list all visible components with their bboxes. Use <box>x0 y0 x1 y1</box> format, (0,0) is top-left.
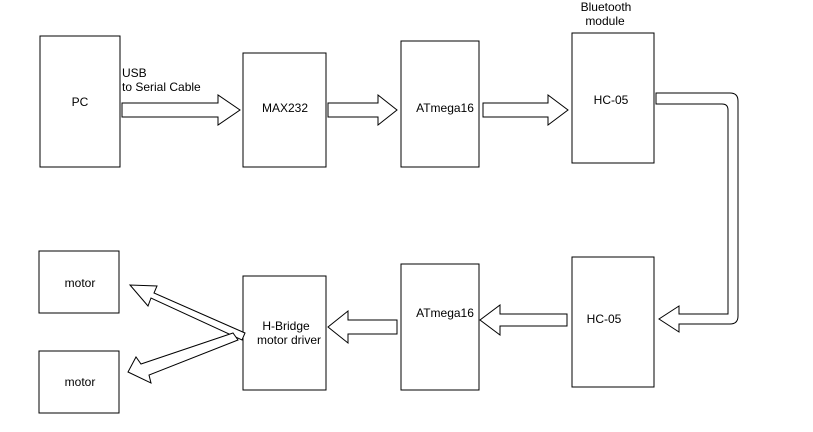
usb-annotation-line1: USB <box>122 66 147 80</box>
hc05-tx-label: HC-05 <box>594 93 629 107</box>
motor-bottom-box <box>38 350 120 414</box>
pc-box <box>39 35 121 168</box>
atmega16-rx-box <box>400 263 480 391</box>
arrow-bluetooth-link <box>655 92 739 333</box>
hbridge-label-line2: motor driver <box>257 333 321 347</box>
usb-annotation-line2: to Serial Cable <box>122 80 201 94</box>
motor-bottom-label: motor <box>65 375 96 389</box>
bluetooth-annotation-line2: module <box>585 14 625 28</box>
arrow-hbridge-to-motor-top <box>128 284 246 341</box>
hbridge-box <box>242 275 327 391</box>
arrow-max232-to-atmega <box>327 93 398 127</box>
pc-label: PC <box>72 95 89 109</box>
max232-box <box>242 52 327 168</box>
atmega16-tx-box <box>400 40 480 168</box>
hc05-rx-label: HC-05 <box>587 312 622 326</box>
motor-top-label: motor <box>65 276 96 290</box>
arrow-atmega-to-hbridge <box>327 309 398 345</box>
atmega16-tx-label: ATmega16 <box>416 101 474 115</box>
arrow-hbridge-to-motor-bottom <box>127 332 239 384</box>
arrow-pc-to-max232 <box>121 94 241 126</box>
motor-top-box <box>38 250 120 314</box>
max232-label: MAX232 <box>262 101 308 115</box>
hc05-rx-box <box>571 256 655 388</box>
hc05-tx-box <box>571 32 655 164</box>
hbridge-label-line1: H-Bridge <box>262 319 310 333</box>
arrow-atmega-to-hc05 <box>482 94 569 126</box>
atmega16-rx-label: ATmega16 <box>416 306 474 320</box>
arrow-hc05-to-atmega <box>479 304 568 336</box>
bluetooth-annotation-line1: Bluetooth <box>581 0 632 14</box>
